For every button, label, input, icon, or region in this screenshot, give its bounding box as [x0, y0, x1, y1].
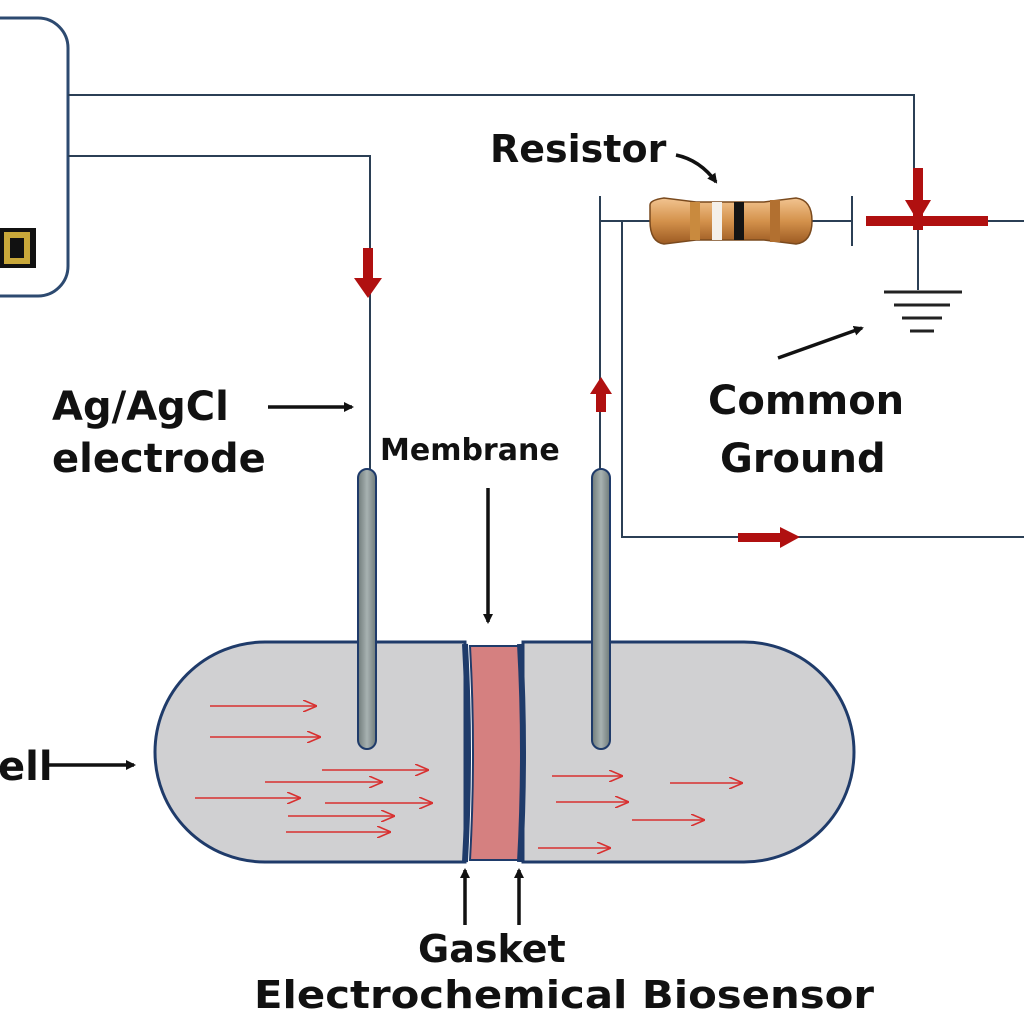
current-arrow-electrode	[354, 248, 382, 298]
resistor-icon	[649, 197, 813, 245]
ground-label-line2: Ground	[720, 436, 886, 482]
current-arrow-sensor	[590, 377, 612, 412]
diagram-caption: Electrochemical Biosensor	[254, 973, 874, 1017]
circuit-wires	[68, 94, 1024, 538]
meter-box	[0, 16, 70, 298]
electrode-label-line2: electrode	[52, 436, 266, 482]
ground-label-line1: Common	[708, 378, 904, 424]
membrane-with-gaskets	[462, 643, 526, 863]
gasket-label: Gasket	[418, 927, 566, 971]
ag-agcl-electrode	[357, 468, 377, 750]
ground-icon	[884, 290, 962, 333]
membrane-label: Membrane	[380, 433, 560, 468]
resistor-label: Resistor	[490, 127, 667, 171]
current-arrow-return	[738, 527, 800, 548]
electrochemical-cell	[153, 640, 467, 864]
meter-display-icon	[0, 228, 36, 268]
ground-pointer-arrow	[777, 325, 864, 360]
cell-label-fragment: ell	[0, 744, 53, 790]
electrochemical-cell-right	[521, 640, 856, 864]
pointer-arrows	[48, 153, 864, 925]
ion-flow-arrows	[195, 706, 742, 848]
sensor-electrode	[591, 468, 611, 750]
resistor-pointer-arrow	[675, 153, 718, 184]
electrode-label-line1: Ag/AgCl	[52, 384, 229, 430]
ground-junction-node	[866, 168, 988, 230]
